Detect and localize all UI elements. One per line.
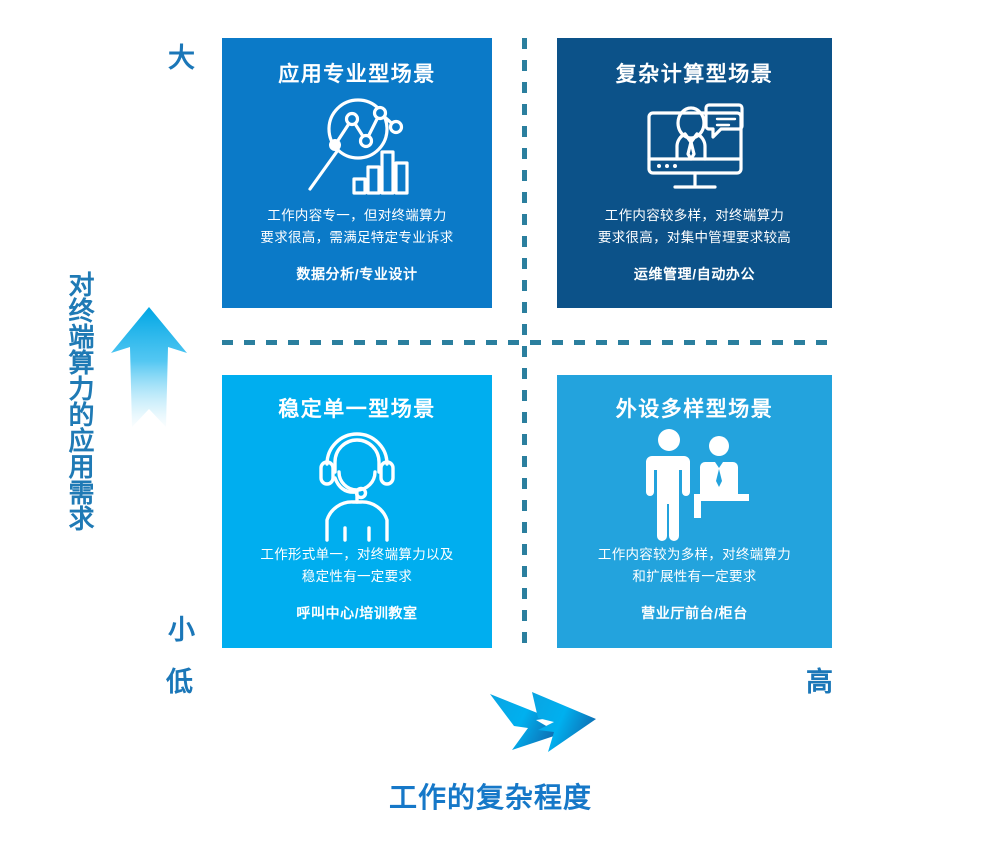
quadrant-tags: 数据分析/专业设计	[296, 265, 418, 282]
arrow-right-icon	[490, 692, 596, 752]
quadrant-desc-line2: 要求很高，需满足特定专业诉求	[260, 230, 454, 246]
quadrant-desc-line1: 工作形式单一，对终端算力以及	[260, 547, 454, 562]
y-axis-min-label: 小	[168, 615, 195, 645]
x-axis-max-label: 高	[806, 667, 833, 697]
quadrant-desc-line2: 要求很高，对集中管理要求较高	[597, 230, 792, 246]
quadrant-title: 应用专业型场景	[278, 63, 436, 86]
quadrant-bottom-right[interactable]: 外设多样型场景 工作内容较为多样，对终端算力 和扩展性有一定要求 营业厅前台/柜…	[557, 375, 832, 648]
counter-service-people-icon	[557, 424, 832, 544]
quadrant-desc-line1: 工作内容较多样，对终端算力	[604, 208, 785, 223]
quadrant-title: 复杂计算型场景	[615, 63, 774, 86]
quadrant-title: 稳定单一型场景	[278, 398, 436, 421]
quadrant-desc-line2: 稳定性有一定要求	[301, 569, 413, 585]
x-axis-min-label: 低	[166, 667, 193, 697]
quadrant-tags: 营业厅前台/柜台	[641, 604, 748, 621]
divider-vertical	[522, 38, 527, 648]
quadrant-bottom-left[interactable]: 稳定单一型场景 工作形式单一，对终端算力以及 稳定性有一定要求 呼叫中心/培训教…	[222, 375, 492, 648]
quadrant-top-left[interactable]: 应用专业型场景 工作内容专一，但对终端算力 要求很高，需满足特定专业诉求 数据分…	[222, 38, 492, 308]
divider-horizontal	[222, 340, 832, 345]
quadrant-desc-line1: 工作内容专一，但对终端算力	[267, 208, 447, 223]
x-axis-title: 工作的复杂程度	[388, 782, 592, 813]
desktop-person-chat-icon	[557, 95, 832, 203]
quadrant-desc-line1: 工作内容较为多样，对终端算力	[597, 547, 792, 562]
quadrant-desc-line2: 和扩展性有一定要求	[632, 569, 757, 585]
headset-operator-icon	[222, 424, 492, 544]
y-axis-title: 对终端算力的应用需求	[65, 271, 95, 531]
quadrant-tags: 呼叫中心/培训教室	[296, 604, 418, 621]
quadrant-title: 外设多样型场景	[615, 398, 774, 421]
quadrant-top-right[interactable]: 复杂计算型场景 工作内容较多样，对终端算力 要求很高，对集中管理要求较高 运维管…	[557, 38, 832, 308]
y-axis-max-label: 大	[168, 43, 195, 73]
quadrant-tags: 运维管理/自动办公	[633, 265, 756, 282]
analytics-chart-magnifier-icon	[222, 95, 492, 203]
arrow-up-icon	[111, 307, 187, 427]
